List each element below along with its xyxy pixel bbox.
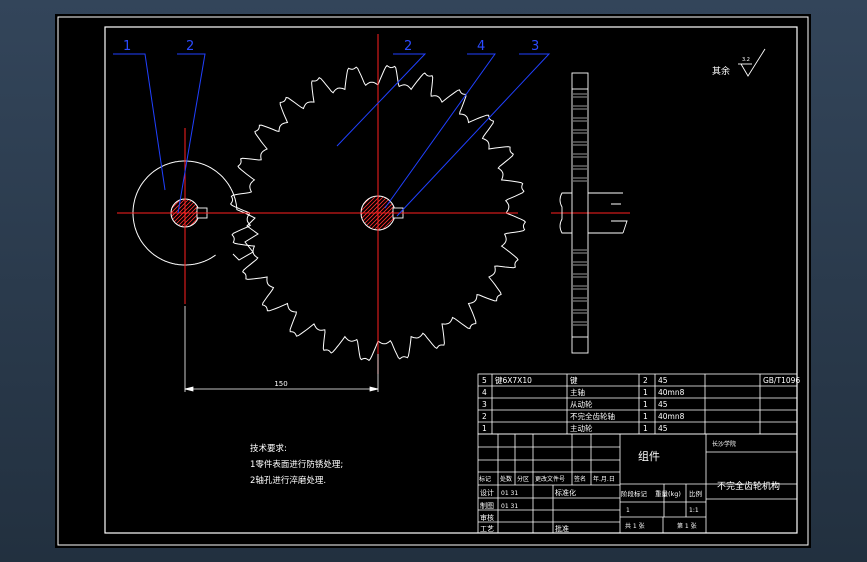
tb-approve-label: 批准: [555, 524, 569, 533]
bom-cell-name: 键6X7X10: [495, 375, 532, 385]
tb-assembly: 组件: [638, 449, 660, 463]
bom-table-grid: [477, 373, 798, 435]
tech-req-line2: 2轴孔进行淬磨处理.: [250, 475, 326, 486]
bom-cell-material: 45: [658, 376, 668, 385]
tech-req-title: 技术要求:: [250, 443, 287, 454]
drawing-canvas: 150 1 2 2 4 3 其余 3.2 技术要求: 1零件表面进行防锈处理; …: [57, 16, 809, 546]
tb-header-zone: 分区: [517, 475, 529, 483]
title-block-grid: [477, 433, 798, 534]
tb-company: 长沙学院: [712, 440, 736, 448]
leader-4: [384, 53, 496, 209]
tb-scale-value: 1:1: [689, 507, 699, 514]
bom-cell-no: 1: [482, 424, 487, 433]
tb-weight: 重量(kg): [655, 490, 681, 498]
bom-cell-no: 4: [482, 388, 487, 397]
leader-label-4: 4: [477, 39, 485, 54]
leader-2a: [177, 53, 206, 214]
tb-header-count: 处数: [500, 475, 512, 483]
side-view: [559, 72, 628, 354]
leader-1: [113, 53, 166, 191]
cad-drawing-sheet: 150 1 2 2 4 3 其余 3.2 技术要求: 1零件表面进行防锈处理; …: [55, 14, 811, 548]
leader-label-2a: 2: [186, 39, 194, 54]
bom-cell-qty: 1: [643, 412, 648, 421]
tb-design-label: 设计: [480, 488, 494, 497]
leader-3: [396, 53, 551, 217]
tb-sheets-total: 共 1 张: [625, 522, 645, 530]
tb-header-date: 年.月.日: [593, 475, 615, 483]
bom-cell-part: 主轴: [570, 387, 585, 397]
center-lines: [117, 34, 630, 374]
bom-cell-material: 45: [658, 424, 668, 433]
outer-frame: [57, 16, 809, 546]
bom-cell-qty: 1: [643, 424, 648, 433]
tb-draw-value: 01 31: [501, 503, 518, 510]
bom-cell-material: 40mn8: [658, 388, 685, 397]
dimension-value: 150: [274, 380, 287, 388]
tb-header-doc: 更改文件号: [535, 475, 565, 483]
bom-rows: 5 键6X7X10 键 2 45 GB/T1096 4 主轴 1 40mn8 3 从动轮 1 45 2 不完全…: [482, 375, 800, 433]
leader-label-2b: 2: [404, 39, 412, 54]
surface-note: 其余: [712, 65, 730, 77]
surface-symbol-value: 3.2: [742, 57, 750, 63]
bom-cell-no: 5: [482, 376, 487, 385]
tb-sheet-no: 第 1 张: [677, 522, 697, 530]
tb-std-label: 标准化: [555, 488, 576, 497]
tb-weight-value: 1: [626, 507, 630, 514]
surface-finish-symbol: [738, 48, 766, 77]
leader-lines: [113, 53, 551, 217]
tb-header-mark: 标记: [479, 475, 491, 483]
tb-review-label: 审核: [480, 513, 494, 522]
bom-cell-material: 40mn8: [658, 412, 685, 421]
driver-gear-profile: [132, 160, 259, 266]
bom-cell-material: 45: [658, 400, 668, 409]
leader-2b: [336, 53, 427, 147]
side-view-teeth: [573, 93, 587, 326]
tb-design-value: 01 31: [501, 490, 518, 497]
tb-drawing-title: 不完全齿轮机构: [717, 480, 780, 492]
bom-cell-qty: 1: [643, 400, 648, 409]
bom-cell-qty: 1: [643, 388, 648, 397]
bom-cell-qty: 2: [643, 376, 648, 385]
tb-craft-label: 工艺: [480, 525, 494, 533]
tb-draw-label: 制图: [480, 501, 494, 510]
leader-label-1: 1: [123, 39, 131, 54]
center-distance-dimension: [184, 306, 379, 392]
tb-stage: 阶段标记: [621, 489, 648, 498]
bom-cell-std: GB/T1096: [763, 376, 800, 385]
tb-header-sign: 签名: [574, 475, 586, 483]
inner-frame: [104, 26, 798, 534]
tech-req-line1: 1零件表面进行防锈处理;: [250, 459, 343, 470]
bom-cell-no: 2: [482, 412, 487, 421]
bom-cell-part: 键: [570, 375, 578, 385]
bom-cell-part: 不完全齿轮轴: [570, 411, 615, 421]
bom-cell-no: 3: [482, 400, 487, 409]
bom-cell-part: 从动轮: [570, 399, 593, 409]
bom-cell-part: 主动轮: [570, 423, 593, 433]
tb-scale: 比例: [689, 489, 702, 498]
leader-label-3: 3: [531, 39, 539, 54]
